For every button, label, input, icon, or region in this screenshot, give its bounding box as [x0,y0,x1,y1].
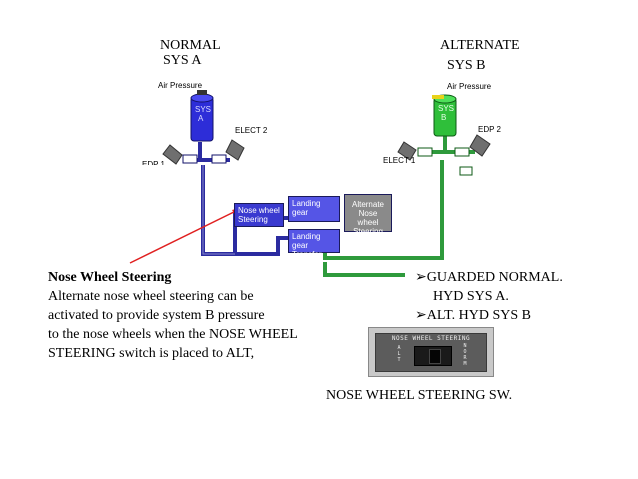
description-line-2: activated to provide system B pressure [48,308,265,323]
sys-a-supply-line [201,165,237,256]
sys-b-valve-3 [459,166,473,176]
sys-b-return-line [323,262,405,277]
description-title: Nose Wheel Steering [48,270,172,285]
panel-title: NOSE WHEEL STEERING [391,335,471,342]
hyd-sys-a-note: HYD SYS A. [433,289,509,304]
sys-b-lines [323,135,475,277]
sys-a-valve-1 [182,154,198,164]
elect1-pump [397,141,417,161]
reservoir-b-label-1: SYS [438,104,455,113]
sys-b-valve-1 [417,147,433,157]
nose-wheel-steering-box: Nose wheel Steering [234,203,284,227]
reservoir-a-label-1: SYS [195,105,212,114]
edp2-label: EDP 2 [478,125,501,134]
sys-b-supply-line [323,160,444,260]
air-pressure-a-label: Air Pressure [158,81,203,90]
reservoir-a-label-2: A [198,114,204,123]
nws-box-line-2: Steering [238,215,268,224]
sys-a-valve-2 [211,154,227,164]
alt-nws-box-line-3: Steering [353,227,383,236]
nws-box-line-1: Nose wheel [238,206,280,215]
reservoir-b-label-2: B [441,113,447,122]
elect1-label: ELECT 1 [383,156,416,165]
edp1-pump [162,144,183,165]
normal-label: NORMAL [160,38,221,53]
description-line-3: to the nose wheels when the NOSE WHEEL [48,327,298,342]
panel-caption: NOSE WHEEL STEERING SW. [326,388,513,403]
alternate-label: ALTERNATE [440,38,520,53]
elect2-label: ELECT 2 [235,126,268,135]
sys-b-valve-2 [454,147,470,157]
landing-gear-box: Landing gear [288,196,340,222]
alternate-nws-box: Alternate Nose wheel Steering [344,194,392,236]
sys-b-cap [432,95,444,99]
alt-hyd-sys-b-note: ➢ALT. HYD SYS B [415,308,531,323]
sys-a-transfer-line [235,236,290,256]
edp1-label: EDP 1 [142,160,165,165]
description-line-4: STEERING switch is placed to ALT, [48,346,255,361]
elect2-pump [225,139,245,161]
alt-nws-box-line-1: Alternate [351,200,385,209]
alt-nws-box-line-2: Nose wheel [357,209,379,227]
nws-switch[interactable] [414,346,452,366]
description-line-1: Alternate nose wheel steering can be [48,289,254,304]
edp2-pump [469,134,491,157]
landing-gear-box-label: Landing gear [292,199,321,217]
transfer-unit-box-line-2: Transfer Unit [292,250,322,268]
air-pressure-b-label: Air Pressure [447,82,492,91]
sys-b-label: SYS B [447,58,486,73]
transfer-unit-box-line-1: Landing gear [292,232,321,250]
pointer-arrow-line [129,208,241,264]
sys-a-cap [197,90,207,95]
guarded-normal-note: ➢GUARDED NORMAL. [415,270,563,285]
sys-a-label: SYS A [163,53,202,68]
nws-switch-lever[interactable] [429,349,441,364]
transfer-unit-box: Landing gear Transfer Unit [288,229,340,268]
